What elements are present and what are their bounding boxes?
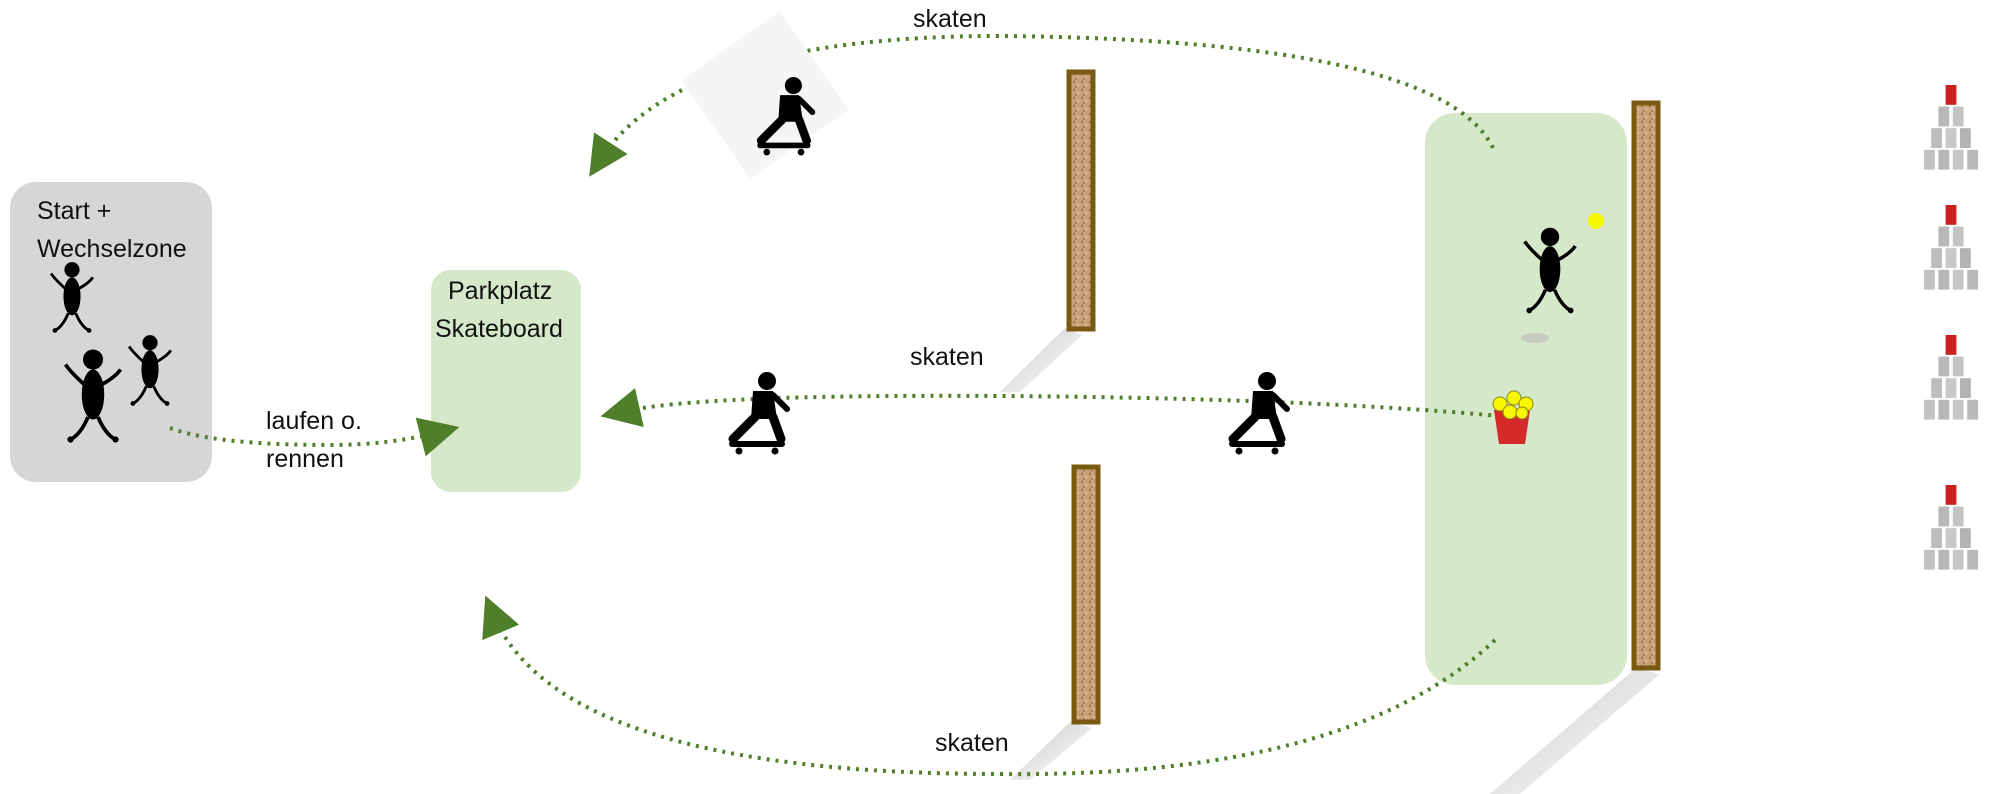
path-skate-top	[589, 33, 1495, 177]
wall-shadow	[1000, 328, 1082, 392]
path-skate-middle	[600, 388, 1501, 428]
wall-icon	[1066, 69, 1096, 332]
skater-icon	[1229, 372, 1287, 455]
wall-shadow	[1010, 722, 1092, 780]
parkplatz-label-line2: Skateboard	[435, 315, 563, 343]
person-shadow	[1521, 333, 1549, 343]
run-label-line1: laufen o.	[266, 407, 362, 435]
wall-icon	[1631, 100, 1661, 671]
ball-icon	[1588, 213, 1604, 229]
can-pyramid-icon	[1924, 205, 1978, 290]
skate-label-bottom: skaten	[935, 729, 1009, 757]
person-icon	[127, 333, 173, 408]
parkplatz-label-line1: Parkplatz	[448, 277, 553, 305]
bucket-icon	[1492, 390, 1534, 444]
start-zone-label-line1: Start +	[37, 197, 112, 225]
path-skate-bottom	[482, 595, 1497, 777]
can-pyramid-icon	[1924, 485, 1978, 570]
person-icon	[63, 347, 123, 445]
person-icon	[1522, 225, 1578, 316]
can-pyramid-icon	[1924, 85, 1978, 170]
wall-shadow	[1490, 668, 1660, 794]
wall-icon	[1071, 464, 1101, 725]
run-label-line2: rennen	[266, 445, 344, 473]
person-icon	[49, 260, 95, 335]
skate-label-top: skaten	[913, 5, 987, 33]
skate-label-middle: skaten	[910, 343, 984, 371]
skater-icon	[729, 372, 787, 455]
can-pyramid-icon	[1924, 335, 1978, 420]
start-zone-label-line2: Wechselzone	[37, 235, 187, 263]
